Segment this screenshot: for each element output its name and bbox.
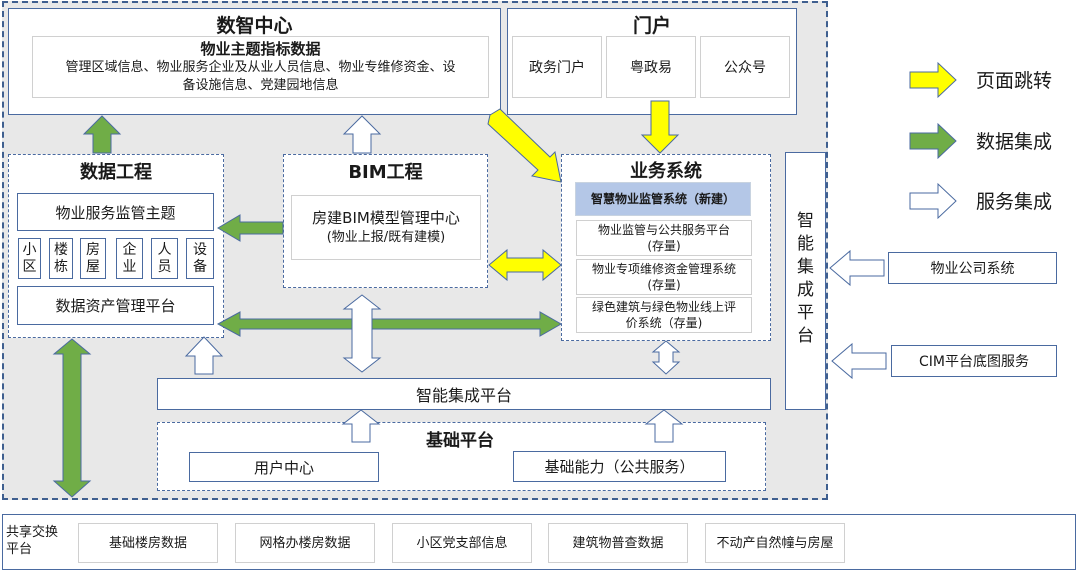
green-up-arrow-data-center xyxy=(82,115,122,154)
green-left-arrow-bim-theme xyxy=(217,214,284,242)
theme-box[interactable]: 物业服务监管主题 xyxy=(17,193,214,231)
entity-box[interactable]: 小区 xyxy=(18,238,41,279)
business-system-line: 价系统（存量) xyxy=(625,316,703,330)
entity-char: 业 xyxy=(122,258,137,275)
vertical-char: 平 xyxy=(797,303,814,323)
indicator-data-title: 物业主题指标数据 xyxy=(200,39,321,58)
user-center-box[interactable]: 用户中心 xyxy=(189,452,379,482)
yellow-diagonal-arrow xyxy=(487,108,562,183)
entity-char: 区 xyxy=(22,258,37,275)
yellow-double-arrow-bim-business xyxy=(488,248,562,282)
property-company-system[interactable]: 物业公司系统 xyxy=(888,252,1057,284)
legend-service-integration-arrow xyxy=(909,182,957,220)
entity-box[interactable]: 设备 xyxy=(186,238,214,279)
entity-char: 企 xyxy=(122,241,137,258)
entity-char: 楼 xyxy=(54,241,68,258)
white-up-arrow-bim xyxy=(342,115,382,154)
new-system-box[interactable]: 智慧物业监管系统（新建） xyxy=(575,182,751,216)
cim-basemap-service[interactable]: CIM平台底图服务 xyxy=(891,345,1057,377)
legend-label-service-integration: 服务集成 xyxy=(976,191,1053,213)
portal-item-yuezhengyi[interactable]: 粤政易 xyxy=(606,36,696,98)
white-up-arrow-integration-asset xyxy=(184,336,224,375)
integration-platform-bar[interactable]: 智能集成平台 xyxy=(157,378,771,410)
base-platform-title: 基础平台 xyxy=(426,430,494,451)
legend-label-data-integration: 数据集成 xyxy=(976,131,1053,153)
portal-title: 门户 xyxy=(632,14,671,37)
vertical-char: 集 xyxy=(797,257,814,277)
white-double-arrow-bim-integration xyxy=(342,294,382,373)
business-system-item[interactable]: 绿色建筑与绿色物业线上评价系统（存量) xyxy=(576,297,752,333)
business-system-line: 绿色建筑与绿色物业线上评 xyxy=(591,300,736,314)
business-system-line: (存量) xyxy=(647,278,681,292)
indicator-data-box xyxy=(32,36,489,98)
business-system-line: (存量) xyxy=(647,239,681,253)
portal-item-gov[interactable]: 政务门户 xyxy=(512,36,602,98)
shared-exchange-label-line2: 平台 xyxy=(6,542,33,557)
bim-center-box[interactable] xyxy=(291,195,481,260)
entity-char: 设 xyxy=(193,241,207,258)
legend-page-jump-arrow xyxy=(909,61,957,99)
data-engineering-title: 数据工程 xyxy=(80,162,152,183)
base-capability-box[interactable]: 基础能力（公共服务） xyxy=(513,451,726,482)
portal-item-wechat[interactable]: 公众号 xyxy=(700,36,790,98)
entity-box[interactable]: 楼栋 xyxy=(49,238,73,279)
white-double-arrow-business-integration xyxy=(651,340,681,375)
bim-title: BIM工程 xyxy=(348,162,423,183)
yellow-down-arrow-portal xyxy=(640,100,680,154)
white-up-arrow-base-capability xyxy=(644,409,684,443)
white-up-arrow-user-center xyxy=(341,409,381,443)
shared-exchange-item[interactable]: 基础楼房数据 xyxy=(78,523,218,563)
entity-char: 小 xyxy=(22,241,37,258)
entity-char: 栋 xyxy=(54,258,68,275)
bim-center-title: 房建BIM模型管理中心 xyxy=(312,208,460,227)
shared-exchange-label: 共享交换 平台 xyxy=(6,524,66,560)
vertical-integration-platform-label: 智能集成平台 xyxy=(785,210,826,348)
business-system-line: 物业专项维修资金管理系统 xyxy=(591,262,736,276)
business-system-item[interactable]: 物业监管与公共服务平台 (存量) xyxy=(576,220,752,256)
entity-box[interactable]: 人员 xyxy=(151,238,178,279)
shared-exchange-item[interactable]: 不动产自然幢与房屋 xyxy=(705,523,845,563)
entity-box[interactable]: 房屋 xyxy=(80,238,106,279)
vertical-char: 能 xyxy=(797,234,814,254)
entity-char: 房 xyxy=(86,241,100,258)
business-systems-title: 业务系统 xyxy=(630,161,702,182)
data-center-title: 数智中心 xyxy=(216,14,293,37)
entity-char: 人 xyxy=(157,241,172,258)
white-left-arrow-cim xyxy=(831,342,887,380)
asset-platform-box[interactable]: 数据资产管理平台 xyxy=(17,286,214,325)
legend-label-page-jump: 页面跳转 xyxy=(976,70,1053,92)
indicator-data-desc-2: 备设施信息、党建园地信息 xyxy=(182,77,339,93)
green-double-arrow-asset-business xyxy=(216,311,563,337)
legend-data-integration-arrow xyxy=(909,122,957,160)
entity-char: 员 xyxy=(157,258,172,275)
vertical-integration-platform[interactable] xyxy=(785,152,826,410)
shared-exchange-item[interactable]: 小区党支部信息 xyxy=(392,523,532,563)
shared-exchange-item[interactable]: 网格办楼房数据 xyxy=(235,523,375,563)
vertical-char: 成 xyxy=(797,280,814,300)
entity-char: 屋 xyxy=(86,258,100,275)
shared-exchange-item[interactable]: 建筑物普查数据 xyxy=(548,523,688,563)
business-system-item[interactable]: 物业专项维修资金管理系统 (存量) xyxy=(576,259,752,295)
white-left-arrow-property-company xyxy=(829,249,885,287)
green-double-arrow-shared-exchange xyxy=(52,338,92,498)
bim-center-subtitle: (物业上报/既有建模) xyxy=(326,229,446,245)
vertical-char: 智 xyxy=(797,211,814,231)
vertical-char: 台 xyxy=(797,326,814,346)
indicator-data-desc-1: 管理区域信息、物业服务企业及从业人员信息、物业专维修资金、设 xyxy=(65,59,456,75)
business-system-line: 物业监管与公共服务平台 xyxy=(597,223,730,237)
shared-exchange-label-line1: 共享交换 xyxy=(6,525,59,540)
entity-char: 备 xyxy=(193,258,207,275)
entity-box[interactable]: 企业 xyxy=(116,238,143,279)
